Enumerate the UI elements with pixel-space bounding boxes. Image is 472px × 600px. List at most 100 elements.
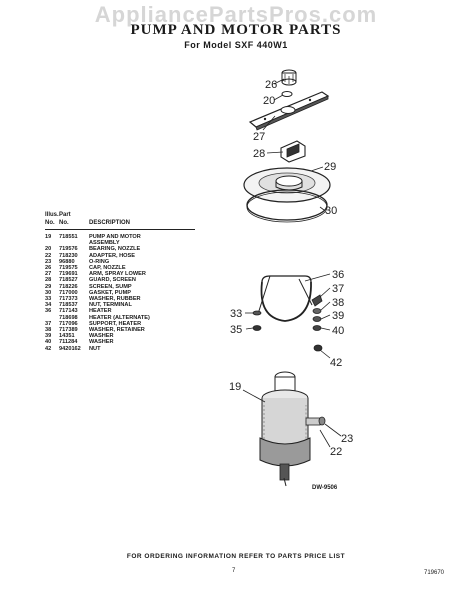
table-divider: [45, 229, 195, 230]
header-illus-no: Illus. No.: [45, 212, 59, 226]
row-part-no: 717143: [59, 308, 78, 315]
row-part-no: 719575: [59, 265, 78, 272]
retainer-washer-illustration: [312, 308, 322, 314]
callout-35: 35: [230, 324, 242, 336]
row-illus-no: 33: [45, 296, 52, 303]
table-row: 36 717143 HEATER: [45, 308, 195, 314]
row-description: GUARD, SCREEN: [89, 277, 136, 284]
callout-27: 27: [253, 131, 265, 143]
row-part-no: 717373: [59, 296, 78, 303]
row-part-no: 717096: [59, 320, 78, 327]
row-part-no: 717000: [59, 289, 78, 296]
row-illus-no: 19: [45, 234, 52, 240]
nut-42-illustration: [313, 344, 323, 352]
callout-28: 28: [253, 148, 265, 160]
row-description: GASKET, PUMP: [89, 289, 131, 296]
callout-33: 33: [230, 308, 242, 320]
row-illus-no: 23: [45, 258, 52, 265]
page-subtitle: For Model SXF 440W1: [184, 40, 288, 50]
row-illus-no: 42: [45, 345, 52, 352]
row-part-no: 718537: [59, 302, 78, 309]
table-row: 28 718527 GUARD, SCREEN: [45, 277, 195, 283]
row-description: WASHER, RETAINER: [89, 327, 145, 334]
diagram-part-number: DW-9506: [312, 485, 338, 491]
callout-42: 42: [330, 357, 342, 369]
row-part-no: 718230: [59, 252, 78, 259]
row-description: HEATER (ALTERNATE): [89, 314, 150, 321]
callout-20: 20: [263, 95, 275, 107]
heater-support-illustration: [311, 294, 323, 307]
nozzle-bearing-illustration: [281, 91, 293, 97]
terminal-nut-illustration: [252, 325, 262, 331]
table-row: 29 718226 SCREEN, SUMP: [45, 284, 195, 290]
watermark: AppliancePartsPros.com: [94, 2, 378, 27]
page-number: 7: [232, 568, 236, 574]
row-illus-no: 22: [45, 252, 52, 259]
callout-38: 38: [332, 297, 344, 309]
row-description: WASHER: [89, 333, 114, 340]
row-illus-no: 36: [45, 308, 52, 315]
callout-37: 37: [332, 283, 344, 295]
table-row: 19 718551 PUMP AND MOTOR ASSEMBLY: [45, 234, 195, 246]
row-illus-no: 28: [45, 277, 52, 284]
row-description: WASHER, RUBBER: [89, 296, 141, 303]
table-row: 22 718230 ADAPTER, HOSE: [45, 253, 195, 259]
header-description: DESCRIPTION: [89, 220, 131, 226]
row-description: BEARING, NOZZLE: [89, 246, 141, 253]
callout-39: 39: [332, 310, 344, 322]
row-illus-no: 26: [45, 265, 52, 272]
parts-table: Illus. No. Part No. DESCRIPTION 19 718551…: [45, 211, 195, 352]
row-illus-no: 30: [45, 289, 52, 296]
callout-36: 36: [332, 269, 344, 281]
row-description: WASHER: [89, 339, 114, 346]
pump-gasket-illustration: [246, 189, 328, 223]
parts-table-header: Illus. No. Part No. DESCRIPTION: [45, 211, 195, 227]
callout-30: 30: [325, 205, 337, 217]
row-description: HEATER: [89, 308, 112, 315]
callout-22: 22: [330, 446, 342, 458]
row-part-no: 718527: [59, 277, 78, 284]
table-row: 30 717000 GASKET, PUMP: [45, 290, 195, 296]
row-part-no: 711284: [59, 339, 78, 346]
screen-guard-illustration: [280, 140, 306, 163]
washer-39-illustration: [312, 316, 322, 322]
row-part-no: 718551: [59, 234, 78, 240]
rubber-washer-illustration: [252, 310, 262, 316]
heater-illustration: [257, 275, 313, 322]
row-part-no: 718226: [59, 283, 78, 290]
row-description: NUT, TERMINAL: [89, 302, 132, 309]
table-row: 27 719691 ARM, SPRAY LOWER: [45, 271, 195, 277]
row-description: NUT: [89, 345, 101, 352]
row-illus-no: 37: [45, 320, 52, 327]
row-description: PUMP AND MOTOR ASSEMBLY: [89, 234, 141, 247]
table-row: 33 717373 WASHER, RUBBER: [45, 296, 195, 302]
row-illus-no: 38: [45, 327, 52, 334]
table-row: 23 96880 O-RING: [45, 259, 195, 265]
row-description: CAP, NOZZLE: [89, 265, 126, 272]
row-description: ARM, SPRAY LOWER: [89, 271, 146, 278]
callout-23: 23: [341, 433, 353, 445]
table-row: 26 719575 CAP, NOZZLE: [45, 265, 195, 271]
row-illus-no: 29: [45, 283, 52, 290]
row-part-no: 719691: [59, 271, 78, 278]
page-title: PUMP AND MOTOR PARTS: [130, 22, 342, 38]
row-illus-no: 39: [45, 333, 52, 340]
callout-26: 26: [265, 79, 277, 91]
row-part-no: 96880: [59, 258, 75, 265]
row-illus-no: 27: [45, 271, 52, 278]
washer-40-illustration: [312, 325, 322, 331]
row-description: O-RING: [89, 258, 110, 265]
row-description: ADAPTER, HOSE: [89, 252, 135, 259]
callout-40: 40: [332, 325, 344, 337]
ordering-notice: FOR ORDERING INFORMATION REFER TO PARTS …: [126, 553, 346, 560]
row-part-no: 719576: [59, 246, 78, 253]
callout-19: 19: [229, 381, 241, 393]
row-description: SCREEN, SUMP: [89, 283, 132, 290]
